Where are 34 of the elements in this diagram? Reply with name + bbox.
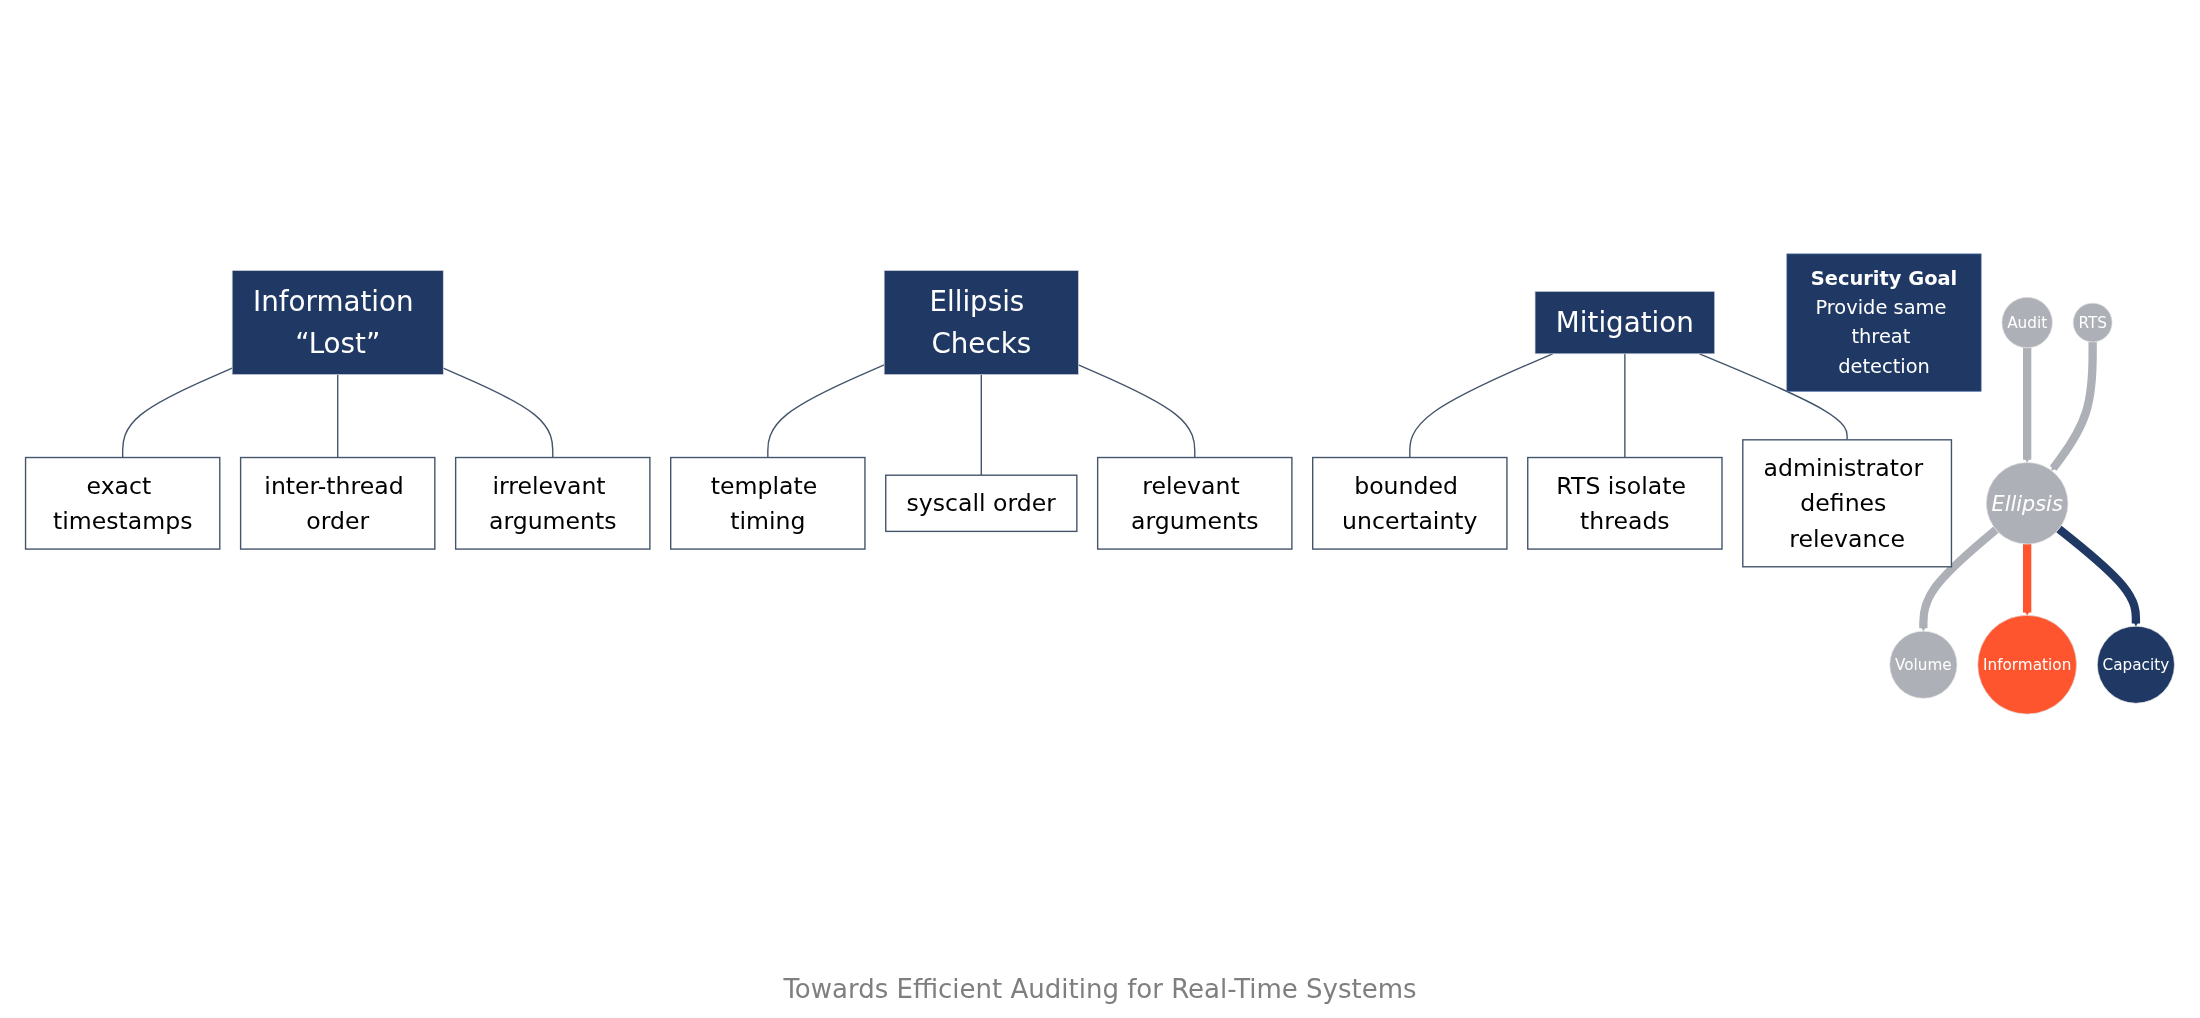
arrow xyxy=(2056,525,2141,627)
node-box: exact timestamps xyxy=(24,456,221,550)
node-box: Mitigation xyxy=(1534,291,1716,355)
arrow xyxy=(2023,347,2032,463)
caption: Towards Efficient Auditing for Real-Time Systems xyxy=(783,973,1417,1006)
connector xyxy=(980,373,982,476)
node-circle: Audit xyxy=(2001,297,2053,349)
node-box: Information “Lost” xyxy=(231,270,444,375)
node-box: administrator defines relevance xyxy=(1742,439,1953,568)
connector xyxy=(1077,364,1196,459)
connector xyxy=(1624,353,1626,459)
node-box: irrelevant arguments xyxy=(454,456,651,550)
connector xyxy=(121,367,233,459)
connector xyxy=(1698,353,1848,441)
arrow xyxy=(1919,526,1999,632)
node-box: syscall order xyxy=(885,474,1078,533)
node-box: inter-thread order xyxy=(239,456,436,550)
node-box: RTS isolate threads xyxy=(1527,456,1723,550)
node-box: Ellipsis Checks xyxy=(883,270,1079,375)
node-box: Security Goal Provide same threat detection xyxy=(1786,253,1982,392)
node-box: relevant arguments xyxy=(1096,456,1293,550)
node-circle: Ellipsis xyxy=(1986,462,2069,545)
connector xyxy=(767,364,885,459)
arrow xyxy=(2049,342,2097,471)
connector xyxy=(1409,353,1554,459)
node-circle: RTS xyxy=(2072,302,2113,343)
node-box: template timing xyxy=(670,456,866,550)
node-circle: Information xyxy=(1977,615,2077,715)
connector xyxy=(337,373,339,459)
connector xyxy=(442,367,554,459)
node-box: bounded uncertainty xyxy=(1312,456,1508,550)
node-circle: Capacity xyxy=(2097,625,2175,704)
node-circle: Volume xyxy=(1889,630,1958,699)
arrow xyxy=(2023,544,2032,616)
